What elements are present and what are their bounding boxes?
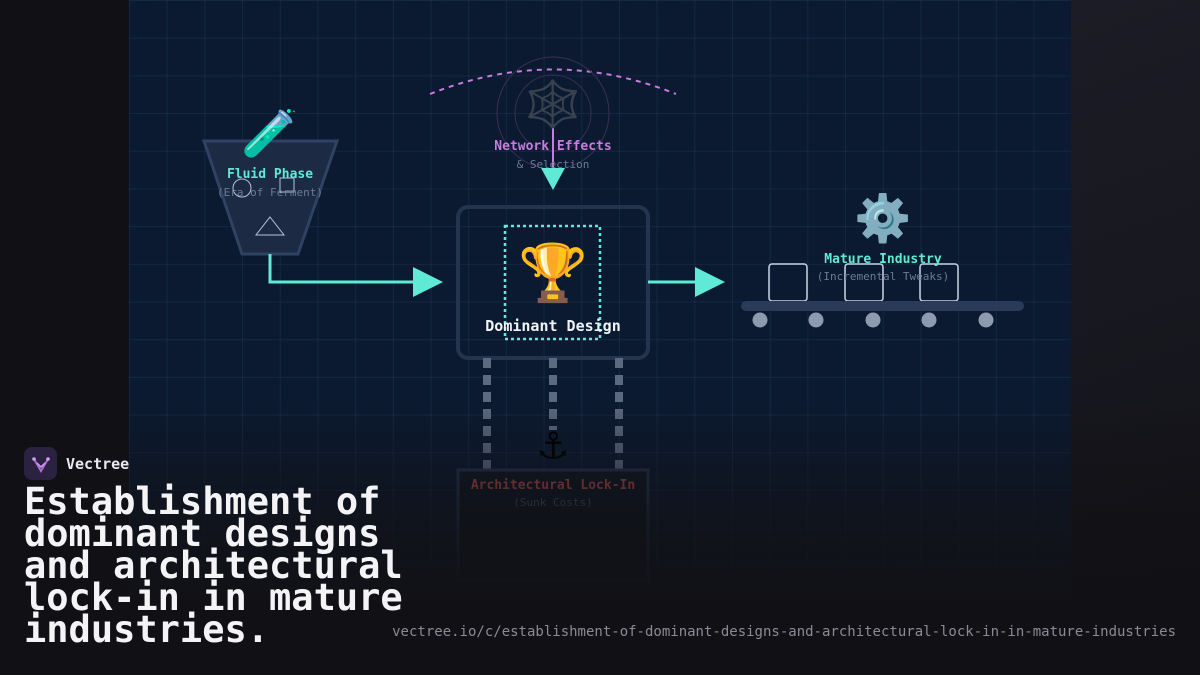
arrow-fluid-to-dominant	[268, 254, 418, 284]
network-arrowhead	[541, 168, 565, 190]
network-arc	[429, 68, 677, 95]
dominant-design-title: Dominant Design	[485, 317, 621, 335]
conveyor-box-1	[768, 263, 808, 302]
vectree-logo-icon	[24, 447, 57, 480]
mature-industry-subtitle: (Incremental Tweaks)	[816, 270, 950, 283]
fluid-funnel	[201, 139, 340, 256]
arrowhead-mature	[695, 267, 725, 297]
fluid-square-shape	[279, 177, 295, 193]
trophy-icon: 🏆	[518, 241, 588, 306]
network-effects-subtitle: & Selection	[516, 158, 590, 171]
lock-in-title: Architectural Lock-In	[470, 478, 636, 493]
fluid-phase-title: Fluid Phase	[226, 167, 314, 182]
arrowhead-fluid	[413, 267, 443, 297]
conveyor-roller	[921, 312, 937, 328]
test-tube-icon: 🧪	[241, 106, 299, 160]
fluid-triangle-shape	[254, 216, 286, 236]
fluid-phase-subtitle: (Era of Ferment)	[217, 186, 323, 199]
conveyor-roller	[808, 312, 824, 328]
mature-industry-title: Mature Industry	[824, 252, 942, 267]
source-url[interactable]: vectree.io/c/establishment-of-dominant-d…	[392, 624, 1176, 640]
web-icon: 🕸️	[524, 77, 582, 131]
conveyor-roller	[978, 312, 994, 328]
brand: Vectree	[24, 447, 129, 480]
gear-icon: ⚙️	[854, 191, 912, 245]
dominant-design-highlight	[503, 224, 602, 341]
brand-name: Vectree	[66, 454, 130, 473]
fluid-circle-shape	[232, 178, 252, 198]
lock-in-subtitle: (Sunk Costs)	[513, 496, 593, 509]
page-title: Establishment of dominant designs and ar…	[24, 480, 403, 651]
network-effects-title: Network Effects	[494, 139, 612, 154]
anchor-icon: ⚓	[539, 416, 567, 470]
conveyor-roller	[752, 312, 768, 328]
conveyor-belt	[741, 301, 1024, 311]
conveyor-roller	[865, 312, 881, 328]
